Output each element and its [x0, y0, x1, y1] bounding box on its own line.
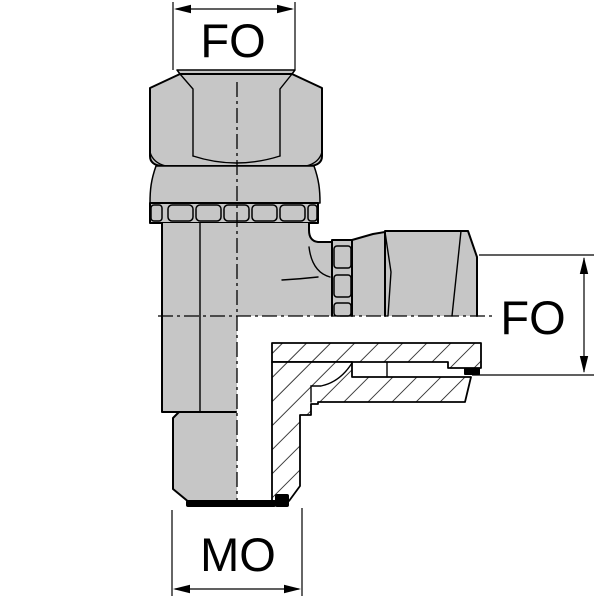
neck-fillet-lines [281, 246, 331, 281]
o-ring-band [186, 500, 276, 507]
extension-lines [472, 254, 594, 376]
dimension-label-top: FO [200, 14, 265, 67]
side-nut-face-lines [384, 230, 462, 317]
arrowhead-down [579, 356, 589, 373]
arrowhead-up [579, 257, 589, 274]
port-seal [464, 368, 480, 375]
serration-teeth [150, 204, 318, 222]
serrated-collar [149, 165, 321, 224]
top-swivel-nut [149, 69, 323, 167]
arrowhead-right [277, 4, 294, 14]
dimension-label-right: FO [500, 291, 565, 344]
body-fill [162, 223, 477, 412]
male-stud-fill [173, 412, 237, 502]
body-section [271, 361, 472, 502]
bottom-dimension: MO [171, 508, 303, 596]
arrowhead-left [174, 4, 191, 14]
o-ring-seal [186, 368, 480, 507]
centerlines [158, 82, 495, 503]
nut-body [149, 73, 323, 167]
fitting-body [161, 222, 478, 504]
top-dimension: FO [172, 2, 296, 70]
right-dimension: FO [472, 254, 594, 376]
counterbore-line [310, 362, 353, 403]
collar [149, 165, 321, 204]
extension-lines [172, 2, 296, 70]
arrowhead-right [284, 584, 301, 594]
o-ring-section [275, 494, 289, 507]
cross-section-hatching [271, 342, 482, 502]
extension-lines [171, 508, 303, 596]
branch-serration-strip [333, 245, 352, 317]
dimension-label-bottom: MO [200, 528, 276, 581]
arrowhead-left [173, 584, 190, 594]
